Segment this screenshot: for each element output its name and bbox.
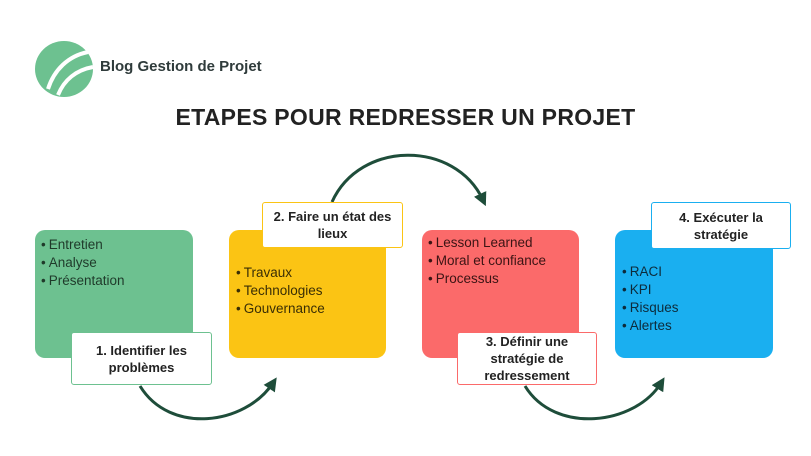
step-2-list: Travaux Technologies Gouvernance [236, 264, 325, 318]
step-4-card: RACI KPI Risques Alertes [615, 230, 773, 358]
page-title: ETAPES POUR REDRESSER UN PROJET [175, 104, 636, 130]
step-2-label-text: 2. Faire un état des lieux [273, 209, 392, 241]
step-3-list: Lesson Learned Moral et confiance Proces… [428, 234, 546, 288]
step-4-label-text: 4. Exécuter la stratégie [679, 209, 763, 242]
arrow-2-to-3 [330, 153, 487, 207]
step-4-item: Alertes [622, 317, 679, 335]
step-3-item: Lesson Learned [428, 234, 546, 252]
step-3-item: Processus [428, 270, 546, 288]
step-1-label: 1. Identifier les problèmes [71, 332, 212, 385]
step-1-item: Présentation [41, 272, 125, 290]
leaf-logo-icon [35, 41, 94, 97]
step-4-item: Risques [622, 299, 679, 317]
step-4-list: RACI KPI Risques Alertes [622, 263, 679, 335]
step-1-item: Entretien [41, 236, 125, 254]
step-3-label: 3. Définir une stratégie de redressement [457, 332, 597, 385]
step-2-item: Gouvernance [236, 300, 325, 318]
step-2-label: 2. Faire un état des lieux [262, 202, 403, 248]
step-4-label: 4. Exécuter la stratégie [651, 202, 791, 249]
brand-name: Blog Gestion de Projet [100, 58, 262, 75]
step-3-item: Moral et confiance [428, 252, 546, 270]
step-2-item: Technologies [236, 282, 325, 300]
step-1-item: Analyse [41, 254, 125, 272]
step-1-label-text: 1. Identifier les problèmes [95, 342, 188, 375]
step-1-list: Entretien Analyse Présentation [41, 236, 125, 290]
step-3-label-text: 3. Définir une stratégie de redressement [484, 334, 570, 383]
arrow-3-to-4 [523, 377, 665, 421]
arrow-1-to-2 [138, 377, 277, 421]
step-4-item: RACI [622, 263, 679, 281]
step-2-card: Travaux Technologies Gouvernance [229, 230, 386, 358]
step-4-item: KPI [622, 281, 679, 299]
step-2-item: Travaux [236, 264, 325, 282]
